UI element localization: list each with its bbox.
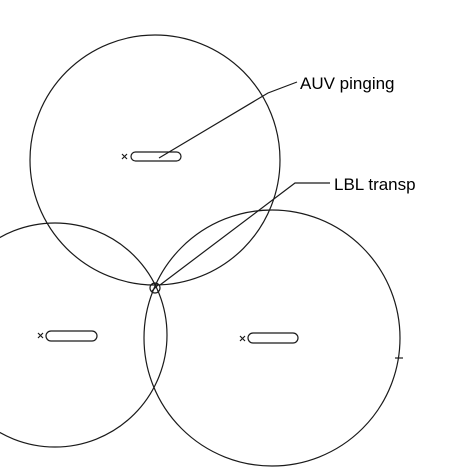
lbl-transponder-label: LBL transp: [334, 175, 416, 194]
auv-bottom-left: [37, 330, 98, 342]
lbl-transponder-ring: [149, 282, 161, 294]
auv-bottom-right-body: [247, 332, 299, 344]
auv-pinging-leader-line: [158, 81, 298, 159]
auv-top-body: [130, 151, 182, 162]
auv-pinging-label: AUV pinging: [300, 74, 395, 93]
range-circle-top: [29, 34, 281, 286]
lbl-transponder-cross-a: [151, 284, 159, 292]
range-circle-bottom-left: [0, 222, 168, 448]
lbl-transponder-leader-line: [159, 182, 330, 286]
auv-bottom-right: [239, 332, 299, 344]
auv-top: [121, 151, 182, 162]
auv-bottom-left-body: [45, 330, 98, 342]
range-circle-bottom-right: [143, 209, 401, 467]
auv-top-marker: [121, 153, 128, 160]
auv-bottom-left-marker: [37, 332, 44, 339]
lbl-transponder: [149, 282, 161, 294]
auv-bottom-right-marker: [239, 335, 246, 342]
